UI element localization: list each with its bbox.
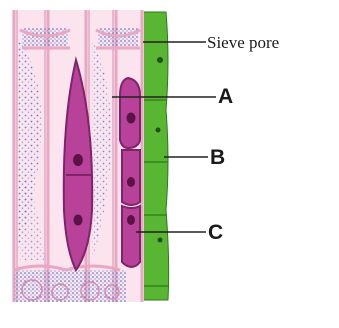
companion-cells-right xyxy=(120,78,140,267)
sieve-plate-bottom xyxy=(14,266,126,302)
label-b: B xyxy=(210,147,225,168)
label-c: C xyxy=(208,222,223,243)
phloem-parenchyma xyxy=(140,12,169,300)
label-a: A xyxy=(218,86,233,107)
label-sieve-pore: Sieve pore xyxy=(207,34,279,51)
